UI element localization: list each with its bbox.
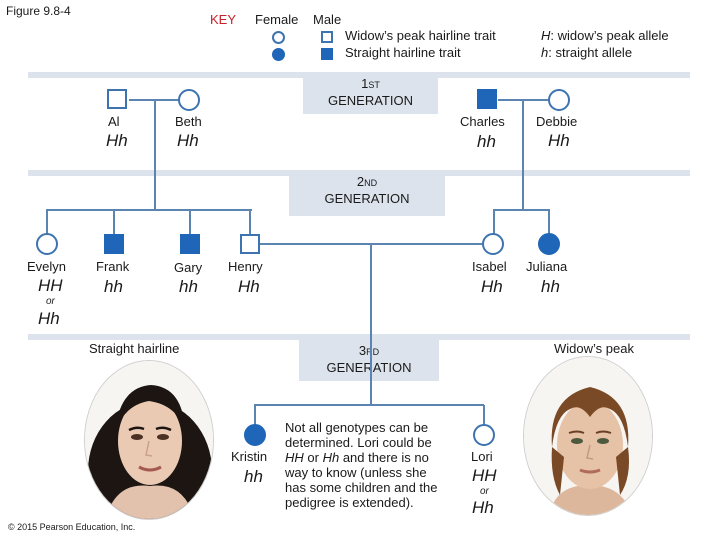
henry-isabel-descent-line <box>370 244 372 405</box>
evelyn-genotype-alt: Hh <box>38 309 60 328</box>
key-allele-h: h: straight allele <box>541 45 632 60</box>
beth-symbol <box>178 89 200 111</box>
note-or: or <box>303 450 323 465</box>
key-widow-label: Widow’s peak hairline trait <box>345 28 496 43</box>
charles-name: Charles <box>460 114 505 129</box>
frank-symbol <box>104 234 124 254</box>
key-male-straight-symbol <box>321 48 333 60</box>
henry-symbol <box>240 234 260 254</box>
key-allele-H: H: widow’s peak allele <box>541 28 669 43</box>
lori-drop-line <box>483 405 485 425</box>
note-line5: has some children and the <box>285 480 438 495</box>
lori-genotype: HH <box>472 466 497 485</box>
henry-genotype: Hh <box>238 277 260 296</box>
kristin-genotype: hh <box>244 467 263 486</box>
allele-H-desc: : widow’s peak allele <box>550 28 669 43</box>
key-male-header: Male <box>313 12 342 27</box>
allele-h-desc: : straight allele <box>548 45 633 60</box>
note-line3-rest: and there is no <box>339 450 429 465</box>
debbie-genotype: Hh <box>548 131 570 150</box>
figure-label: Figure 9.8-4 <box>6 4 71 18</box>
charles-debbie-descent-line <box>522 100 524 210</box>
gen2-label: 2ND GENERATION <box>289 170 445 216</box>
gen3-num: 3 <box>358 343 367 358</box>
gen3-sibship-line <box>254 404 484 406</box>
al-symbol <box>107 89 127 109</box>
gen1-suffix: ST <box>368 80 380 90</box>
evelyn-name: Evelyn <box>27 259 67 274</box>
charles-symbol <box>477 89 497 109</box>
isabel-name: Isabel <box>472 259 507 274</box>
gen2-left-sibship-line <box>46 209 252 211</box>
gen3-word: GENERATION <box>326 360 412 375</box>
gen2-suffix: ND <box>364 178 378 188</box>
note-line6: pedigree is extended). <box>285 495 414 510</box>
al-name: Al <box>108 114 120 129</box>
beth-name: Beth <box>175 114 202 129</box>
key-female-straight-symbol <box>272 48 285 61</box>
evelyn-symbol <box>36 233 58 255</box>
evelyn-genotype: HH <box>38 276 63 295</box>
gen1-num: 1 <box>361 76 369 91</box>
genotype-note: Not all genotypes can be determined. Lor… <box>285 420 475 510</box>
note-line3: HH or Hh and there is no <box>285 450 475 465</box>
gen3-suffix: RD <box>366 347 380 357</box>
key-straight-label: Straight hairline trait <box>345 45 461 60</box>
left-photo-caption: Straight hairline <box>89 341 180 356</box>
beth-genotype: Hh <box>177 131 199 150</box>
al-beth-descent-line <box>154 100 156 210</box>
lori-name: Lori <box>471 449 493 464</box>
allele-H-symbol: H <box>541 28 551 43</box>
juliana-genotype: hh <box>541 277 560 296</box>
kristin-symbol <box>244 424 266 446</box>
henry-name: Henry <box>228 259 263 274</box>
copyright: © 2015 Pearson Education, Inc. <box>8 522 136 532</box>
frank-genotype: hh <box>104 277 123 296</box>
isabel-genotype: Hh <box>481 277 503 296</box>
isabel-drop-line <box>493 210 495 235</box>
key-male-widow-symbol <box>321 31 333 43</box>
debbie-symbol <box>548 89 570 111</box>
note-line4: way to know (unless she <box>285 465 427 480</box>
right-photo-caption: Widow’s peak <box>554 341 634 356</box>
frank-name: Frank <box>96 259 130 274</box>
gen2-num: 2 <box>356 174 365 189</box>
juliana-name: Juliana <box>526 259 568 274</box>
lori-symbol <box>473 424 495 446</box>
gary-name: Gary <box>174 260 203 275</box>
henry-drop-line <box>249 210 251 235</box>
key-female-header: Female <box>255 12 299 27</box>
key-title: KEY <box>210 12 237 27</box>
frank-drop-line <box>113 210 115 235</box>
widows-peak-photo <box>523 356 653 516</box>
gen1-word: GENERATION <box>328 93 413 108</box>
straight-hairline-photo <box>84 360 214 520</box>
key-female-widow-symbol <box>272 31 285 44</box>
lori-or: or <box>480 486 489 497</box>
kristin-name: Kristin <box>231 449 268 464</box>
note-Hh: Hh <box>322 450 340 465</box>
debbie-name: Debbie <box>536 114 578 129</box>
juliana-drop-line <box>548 210 550 235</box>
lori-genotype-alt: Hh <box>472 498 494 517</box>
charles-genotype: hh <box>477 132 496 151</box>
note-HH: HH <box>285 450 304 465</box>
evelyn-or: or <box>46 296 55 307</box>
note-line1: Not all genotypes can be <box>285 420 429 435</box>
gen1-label: 1ST GENERATION <box>303 72 438 114</box>
gen2-right-sibship-line <box>493 209 550 211</box>
isabel-symbol <box>482 233 504 255</box>
gen2-word: GENERATION <box>324 191 410 206</box>
gary-symbol <box>180 234 200 254</box>
gary-drop-line <box>189 210 191 235</box>
gen3-label: 3RD GENERATION <box>299 334 439 381</box>
evelyn-drop-line <box>46 210 48 235</box>
juliana-symbol <box>538 233 560 255</box>
kristin-drop-line <box>254 405 256 425</box>
al-genotype: Hh <box>106 131 128 150</box>
allele-h-symbol: h <box>541 45 549 60</box>
note-line2: determined. Lori could be <box>285 435 432 450</box>
gary-genotype: hh <box>179 277 198 296</box>
